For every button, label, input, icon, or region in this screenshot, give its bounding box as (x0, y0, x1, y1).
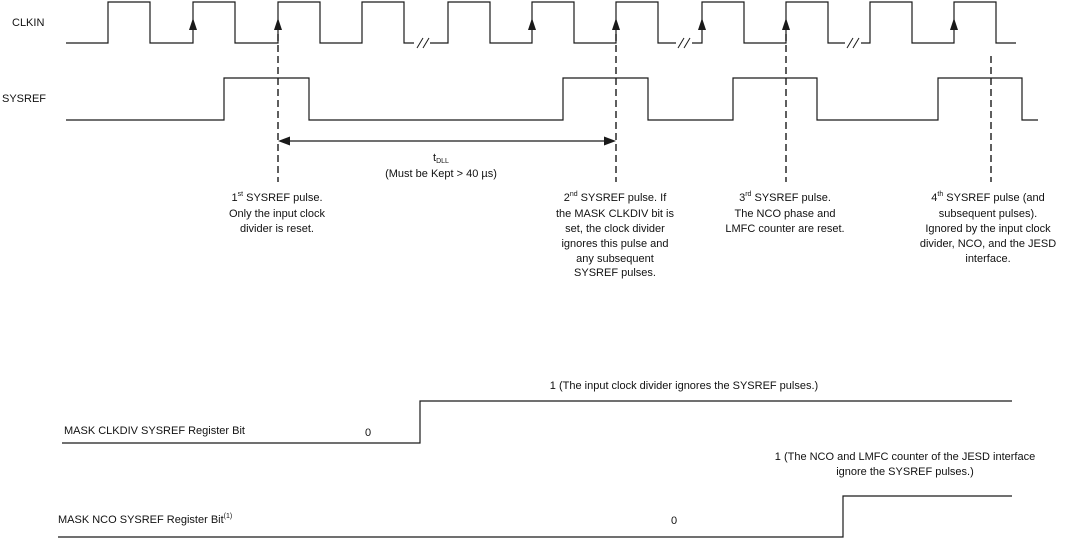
mask-clkdiv-high-text: 1 (The input clock divider ignores the S… (550, 380, 818, 392)
sysref-label: SYSREF (2, 93, 46, 105)
rising-edge-arrow (698, 18, 706, 30)
sample-instant-markers (277, 34, 992, 182)
pulse-annotation-1: 1st SYSREF pulse. Only the input clock d… (229, 191, 325, 235)
pulse-2-text: the MASK CLKDIV bit is (556, 208, 674, 220)
rising-edge-arrow (782, 18, 790, 30)
mask-clkdiv-low-value: 0 (365, 427, 371, 439)
pulse-2-title: 2nd SYSREF pulse. If (564, 191, 668, 204)
break-mark (422, 37, 430, 49)
break-mark (846, 37, 854, 49)
break-mark (852, 37, 860, 49)
pulse-4-text: divider, NCO, and the JESD (920, 238, 1056, 250)
pulse-3-text: The NCO phase and (735, 208, 836, 220)
mask-nco-low-value: 0 (671, 515, 677, 527)
rising-edge-arrow (612, 18, 620, 30)
mask-nco-trace (58, 495, 1012, 538)
mask-clkdiv-trace (62, 400, 1012, 444)
pulse-4-title: 4th SYSREF pulse (and (931, 191, 1044, 204)
pulse-annotation-2: 2nd SYSREF pulse. If the MASK CLKDIV bit… (556, 191, 674, 279)
clkin-label: CLKIN (12, 17, 44, 29)
tdll-dimension (278, 136, 616, 146)
clkin-break-marks (416, 37, 860, 49)
tdll-constraint: (Must be Kept > 40 µs) (385, 168, 497, 180)
pulse-2-text: SYSREF pulses. (574, 267, 656, 279)
mask-nco-label: MASK NCO SYSREF Register Bit(1) (58, 513, 232, 526)
clkin-edge-arrows (189, 18, 958, 30)
pulse-4-text: Ignored by the input clock (925, 223, 1051, 235)
mask-nco-high-text: 1 (The NCO and LMFC counter of the JESD … (775, 451, 1035, 463)
break-mark (416, 37, 424, 49)
tdll-label: tDLL (433, 152, 449, 165)
pulse-1-text: divider is reset. (240, 223, 314, 235)
pulse-2-text: set, the clock divider (565, 223, 665, 235)
rising-edge-arrow (528, 18, 536, 30)
pulse-3-title: 3rd SYSREF pulse. (739, 191, 831, 204)
pulse-4-text: subsequent pulses). (939, 208, 1037, 220)
pulse-annotation-4: 4th SYSREF pulse (and subsequent pulses)… (920, 191, 1056, 265)
clkin-waveform (66, 1, 1016, 44)
break-mark (677, 37, 685, 49)
rising-edge-arrow (274, 18, 282, 30)
mask-clkdiv-label: MASK CLKDIV SYSREF Register Bit (64, 425, 245, 437)
rising-edge-arrow (950, 18, 958, 30)
mask-nco-high-text: ignore the SYSREF pulses.) (836, 466, 974, 478)
tdll-arrow-left (278, 136, 290, 146)
rising-edge-arrow (189, 18, 197, 30)
pulse-1-title: 1st SYSREF pulse. (231, 191, 322, 204)
tdll-arrow-right (604, 136, 616, 146)
pulse-1-text: Only the input clock (229, 208, 325, 220)
sysref-waveform (66, 77, 1038, 121)
pulse-4-text: interface. (965, 253, 1010, 265)
break-mark (683, 37, 691, 49)
pulse-3-text: LMFC counter are reset. (725, 223, 844, 235)
pulse-annotation-3: 3rd SYSREF pulse. The NCO phase and LMFC… (725, 191, 844, 235)
pulse-2-text: any subsequent (576, 253, 654, 265)
pulse-2-text: ignores this pulse and (561, 238, 668, 250)
